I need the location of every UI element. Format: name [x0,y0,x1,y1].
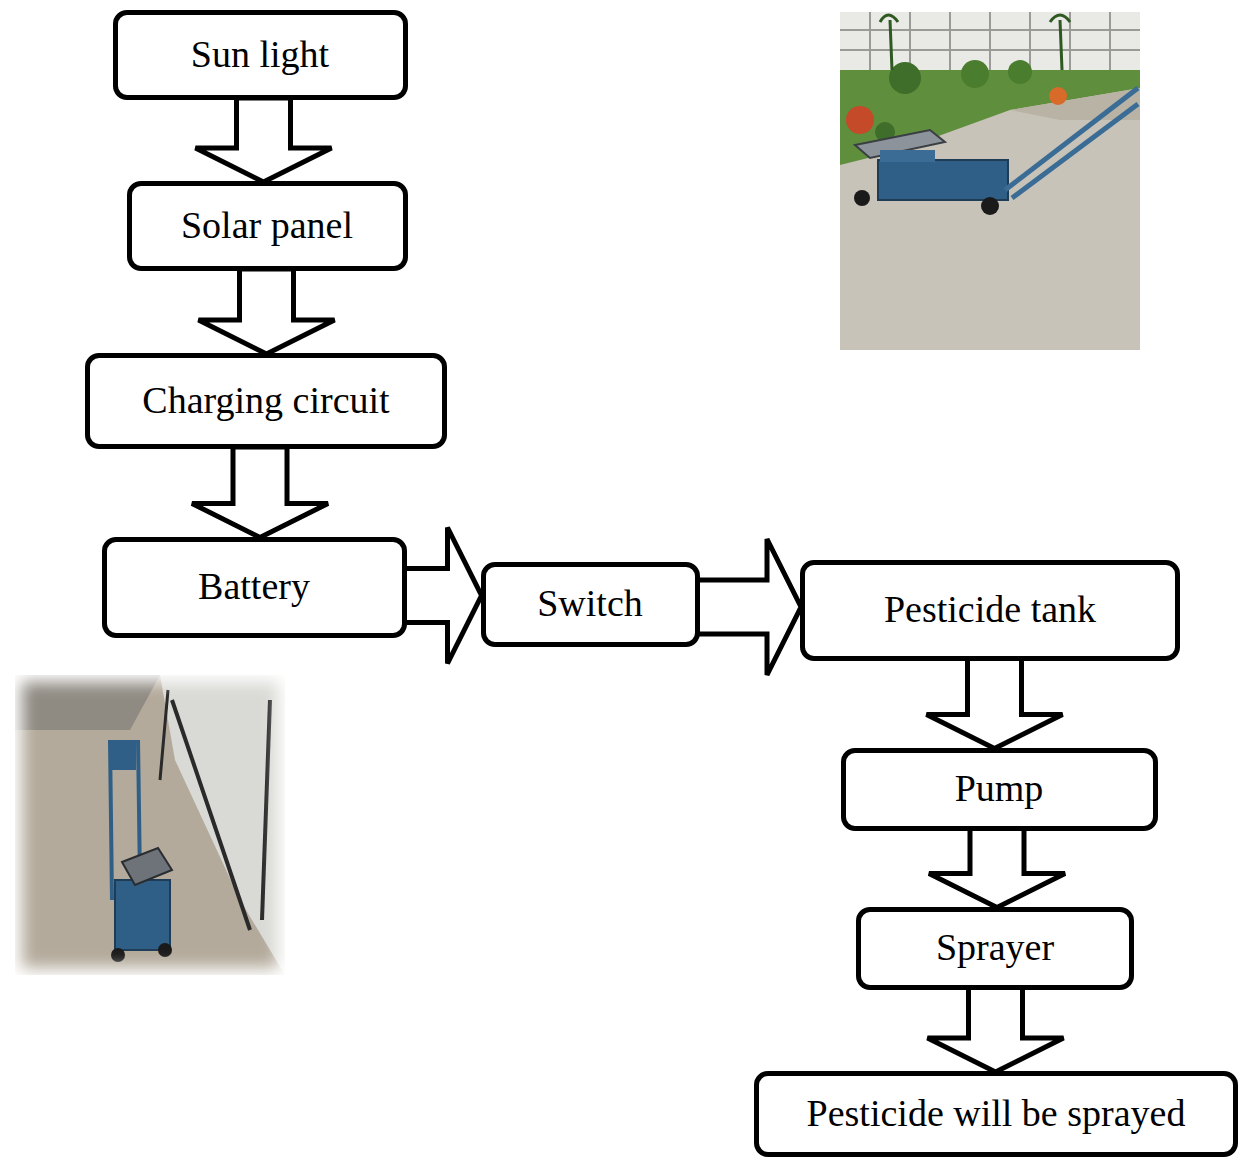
block-arrow [192,447,328,538]
box-label: Sprayer [936,927,1054,969]
block-arrow [928,988,1064,1073]
box-label: Pesticide tank [884,589,1096,631]
block-arrow [929,829,1065,908]
sprayer-photo-outdoor [840,12,1140,350]
block-arrow [199,269,335,354]
box-label: Switch [537,583,643,625]
sprayer-photo-indoor [15,675,285,975]
process-box: Switch [481,562,700,647]
box-label: Battery [198,566,310,608]
process-box: Battery [102,537,407,638]
block-arrow [405,528,482,664]
process-box: Sun light [113,10,408,100]
process-box: Pesticide tank [800,560,1180,661]
box-label: Pump [955,768,1044,810]
process-box: Pesticide will be sprayed [754,1071,1238,1157]
box-label: Pesticide will be sprayed [807,1093,1186,1135]
box-label: Charging circuit [142,380,389,422]
process-box: Pump [841,748,1158,831]
process-box: Sprayer [856,907,1134,990]
process-box: Solar panel [127,181,408,271]
process-box: Charging circuit [85,353,447,449]
box-label: Solar panel [181,205,353,247]
block-arrow [698,539,802,675]
box-label: Sun light [191,34,329,76]
block-arrow [196,98,332,182]
block-arrow [927,659,1063,749]
